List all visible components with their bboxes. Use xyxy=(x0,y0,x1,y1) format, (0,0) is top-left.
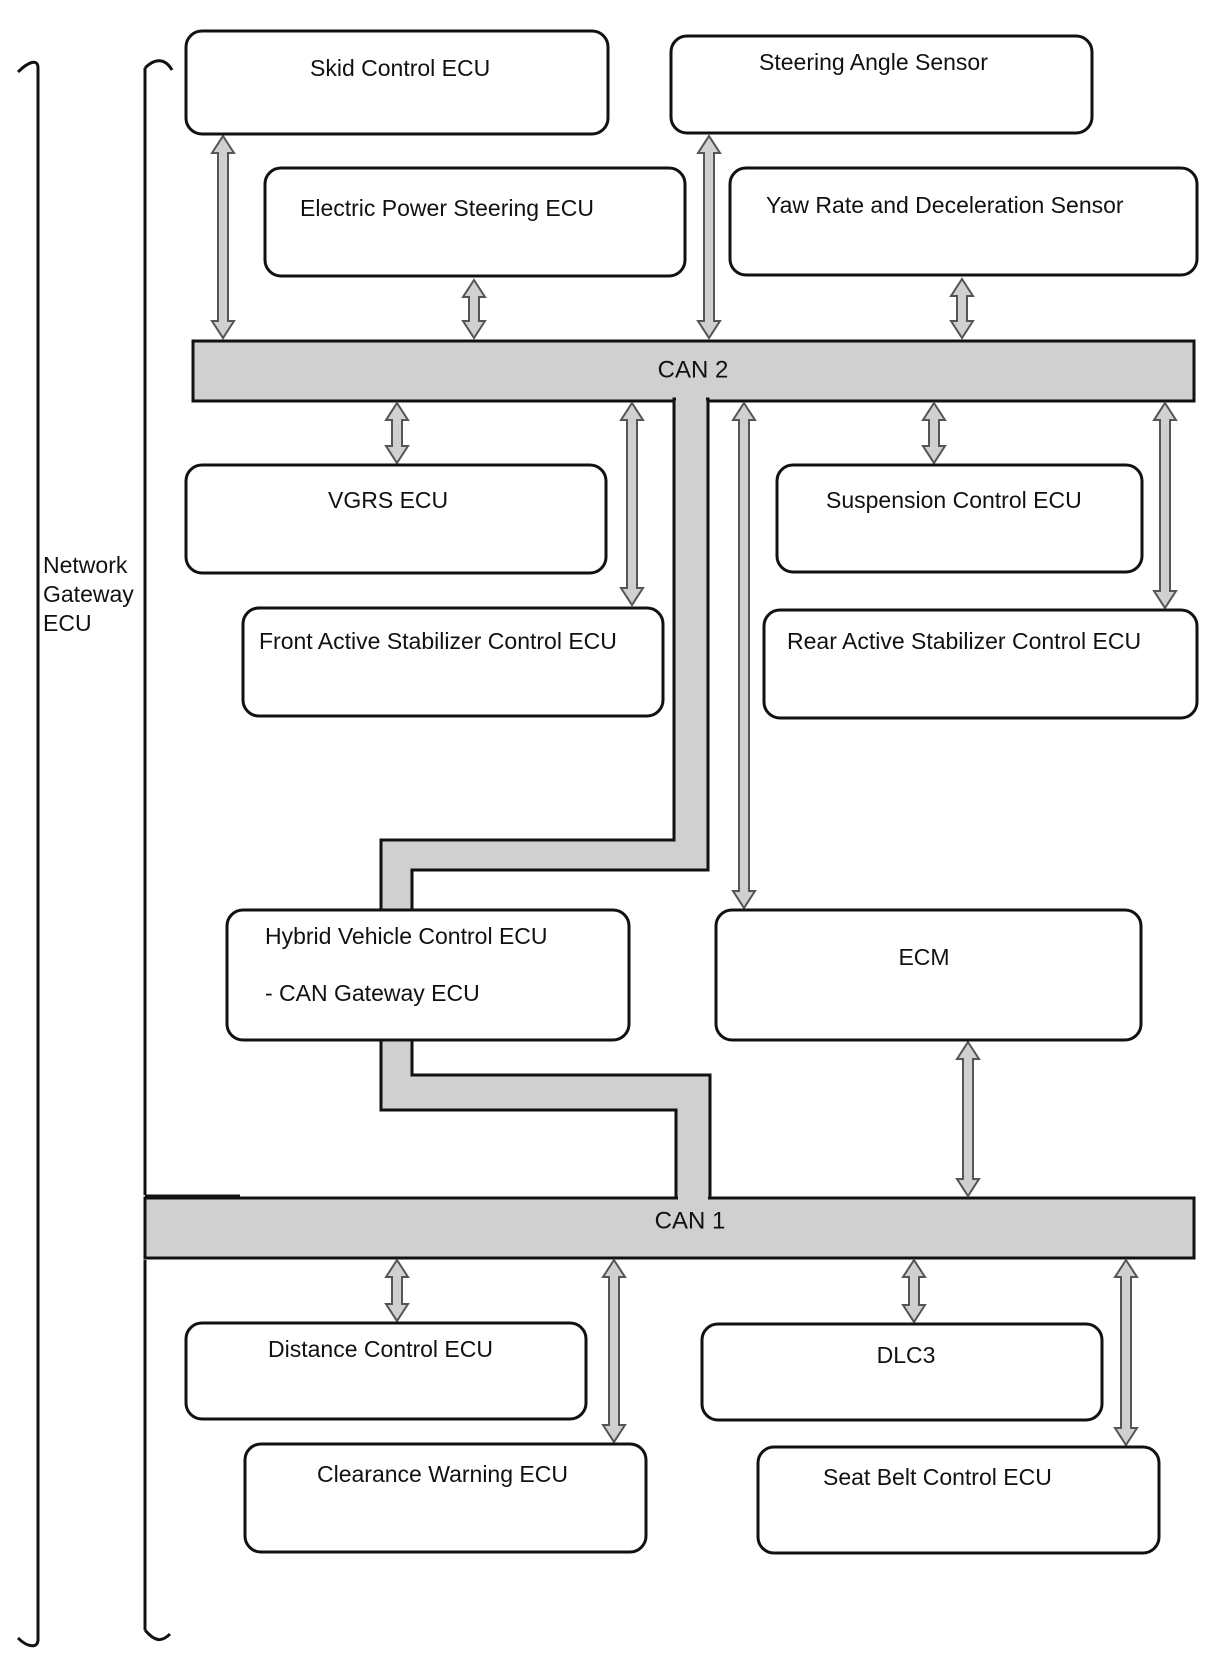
link-eps-can2 xyxy=(461,278,487,340)
link-can1-dlc3 xyxy=(901,1258,927,1324)
gateway-label-line2: Gateway xyxy=(43,581,134,607)
can2-bus: CAN 2 xyxy=(191,339,1196,914)
link-can2-suspension xyxy=(921,401,947,465)
ecm-label: ECM xyxy=(898,944,949,970)
distance-control-ecu: Distance Control ECU xyxy=(184,1321,588,1421)
can1-bus: CAN 1 xyxy=(143,1036,1196,1260)
gateway-label-line1: Network xyxy=(43,552,128,578)
gateway-label-line3: ECU xyxy=(43,610,92,636)
electric-power-steering-ecu: Electric Power Steering ECU xyxy=(263,166,687,278)
link-can2-vgrs xyxy=(384,401,410,465)
link-can1-distance xyxy=(384,1258,410,1323)
seat-belt-control-ecu-label: Seat Belt Control ECU xyxy=(823,1464,1052,1490)
seat-belt-control-ecu: Seat Belt Control ECU xyxy=(756,1445,1161,1555)
skid-control-ecu: Skid Control ECU xyxy=(184,29,610,136)
front-active-stabilizer-control-ecu-label: Front Active Stabilizer Control ECU xyxy=(259,628,617,654)
front-active-stabilizer-control-ecu: Front Active Stabilizer Control ECU xyxy=(241,606,665,718)
electric-power-steering-ecu-label: Electric Power Steering ECU xyxy=(300,195,594,221)
link-can2-ecm xyxy=(731,401,757,910)
vgrs-ecu: VGRS ECU xyxy=(184,463,608,575)
distance-control-ecu-label: Distance Control ECU xyxy=(268,1336,493,1362)
ecm: ECM xyxy=(714,908,1143,1042)
link-skid-can2 xyxy=(210,134,236,340)
bus-links xyxy=(210,134,1178,1447)
link-can2-rear-stabilizer xyxy=(1152,401,1178,610)
rear-active-stabilizer-control-ecu: Rear Active Stabilizer Control ECU xyxy=(762,608,1199,720)
rear-active-stabilizer-control-ecu-label: Rear Active Stabilizer Control ECU xyxy=(787,628,1141,654)
link-can2-front-stabilizer xyxy=(619,401,645,607)
can1-label: CAN 1 xyxy=(655,1207,726,1234)
link-ecm-can1 xyxy=(955,1040,981,1198)
can-gateway-ecu-label: - CAN Gateway ECU xyxy=(265,980,480,1006)
link-steering-can2 xyxy=(696,134,722,340)
dlc3: DLC3 xyxy=(700,1322,1104,1422)
suspension-control-ecu-label: Suspension Control ECU xyxy=(826,487,1082,513)
skid-control-ecu-label: Skid Control ECU xyxy=(310,55,490,81)
link-yaw-can2 xyxy=(949,277,975,340)
network-gateway-ecu: Network Gateway ECU xyxy=(16,59,240,1648)
yaw-rate-deceleration-sensor: Yaw Rate and Deceleration Sensor xyxy=(728,166,1199,277)
clearance-warning-ecu-label: Clearance Warning ECU xyxy=(317,1461,568,1487)
vgrs-ecu-label: VGRS ECU xyxy=(328,487,448,513)
link-can1-seatbelt xyxy=(1113,1258,1139,1447)
clearance-warning-ecu: Clearance Warning ECU xyxy=(243,1442,648,1554)
dlc3-label: DLC3 xyxy=(877,1342,936,1368)
yaw-rate-deceleration-sensor-label: Yaw Rate and Deceleration Sensor xyxy=(766,192,1124,218)
link-can1-clearance xyxy=(601,1258,627,1444)
steering-angle-sensor-label: Steering Angle Sensor xyxy=(759,49,988,75)
hybrid-vehicle-control-ecu: Hybrid Vehicle Control ECU - CAN Gateway… xyxy=(225,908,631,1042)
suspension-control-ecu: Suspension Control ECU xyxy=(775,463,1144,574)
steering-angle-sensor: Steering Angle Sensor xyxy=(669,34,1094,135)
can2-label: CAN 2 xyxy=(658,356,729,383)
hybrid-vehicle-control-ecu-label: Hybrid Vehicle Control ECU xyxy=(265,923,548,949)
